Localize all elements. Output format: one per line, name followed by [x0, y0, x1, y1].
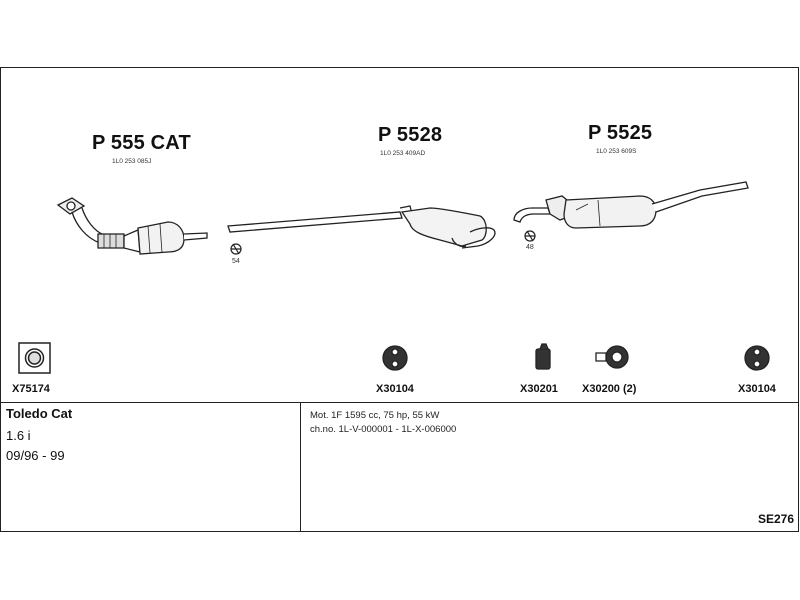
rear-silencer-part[interactable] [513, 181, 749, 229]
spec-motor: Mot. 1F 1595 cc, 75 hp, 55 kW [310, 410, 440, 421]
diagram-frame [0, 67, 799, 532]
vehicle-engine: 1.6 i [6, 428, 31, 443]
accessory-code[interactable]: X30201 [520, 383, 558, 395]
column-divider [300, 402, 301, 532]
pipe-clamp-icon [524, 230, 536, 242]
part-title-mid: P 5528 [378, 124, 443, 146]
clamp-qty-rear: 48 [526, 244, 534, 251]
clamp-qty-cat: 54 [232, 258, 240, 265]
part-oem-rear: 1L0 253 609S [596, 148, 637, 155]
gasket-icon[interactable] [18, 342, 51, 374]
section-divider [0, 402, 799, 403]
pipe-clamp-icon [230, 243, 242, 255]
catalytic-converter-part[interactable] [56, 197, 208, 255]
part-title-rear: P 5525 [588, 122, 653, 144]
accessory-code[interactable]: X75174 [12, 383, 50, 395]
accessory-code[interactable]: X30104 [376, 383, 414, 395]
part-oem-mid: 1L0 253 409AD [380, 150, 426, 157]
bracket-icon[interactable] [535, 343, 551, 370]
accessory-code[interactable]: X30104 [738, 383, 776, 395]
vehicle-name: Toledo Cat [6, 406, 73, 421]
diagram-id: SE276 [757, 512, 794, 526]
part-title-cat: P 555 CAT [92, 132, 191, 154]
rubber-mount-icon[interactable] [744, 345, 770, 371]
vehicle-years: 09/96 - 99 [6, 448, 65, 463]
middle-silencer-part[interactable] [227, 205, 496, 249]
part-oem-cat: 1L0 253 085J [112, 158, 152, 165]
spec-chassis: ch.no. 1L-V-000001 - 1L-X-006000 [310, 424, 457, 435]
rubber-mount-icon[interactable] [382, 345, 408, 371]
accessory-code[interactable]: X30200 (2) [582, 383, 637, 395]
clamp-ring-icon[interactable] [595, 345, 629, 369]
